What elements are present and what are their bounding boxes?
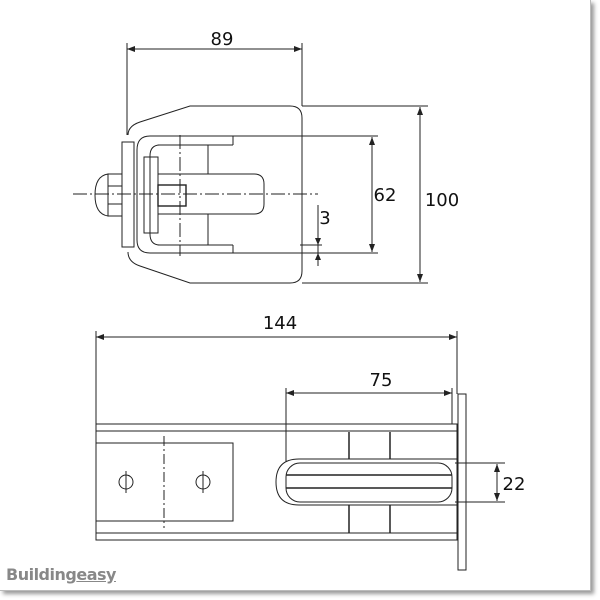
dim-label-62: 62	[374, 185, 397, 206]
dim-label-22: 22	[503, 474, 526, 495]
buildingeasy-logo: Buildingeasy	[6, 565, 116, 584]
nut-hex	[107, 173, 123, 217]
side-view	[95, 331, 505, 571]
u-channel-inner	[149, 144, 233, 246]
dim-label-75: 75	[370, 370, 393, 391]
logo-text-easy: easy	[76, 565, 116, 584]
u-channel-outer	[136, 135, 233, 254]
bolt-hole-1	[118, 471, 134, 493]
bolt-thread	[157, 184, 187, 207]
top-view	[73, 43, 428, 284]
slotted-tab	[158, 173, 265, 215]
dim-label-144: 144	[263, 313, 297, 334]
logo-text-building: Building	[6, 565, 77, 584]
slot-inner	[285, 462, 453, 503]
bolt-hole-2	[195, 471, 211, 493]
end-flange	[457, 393, 467, 571]
dim-label-100: 100	[425, 190, 459, 211]
drawing-frame	[0, 0, 591, 591]
dim-label-3: 3	[319, 208, 330, 229]
inner-plate	[143, 156, 159, 234]
nut-dome	[94, 173, 109, 217]
dim-label-89: 89	[211, 29, 234, 50]
slot-outer	[275, 458, 457, 506]
